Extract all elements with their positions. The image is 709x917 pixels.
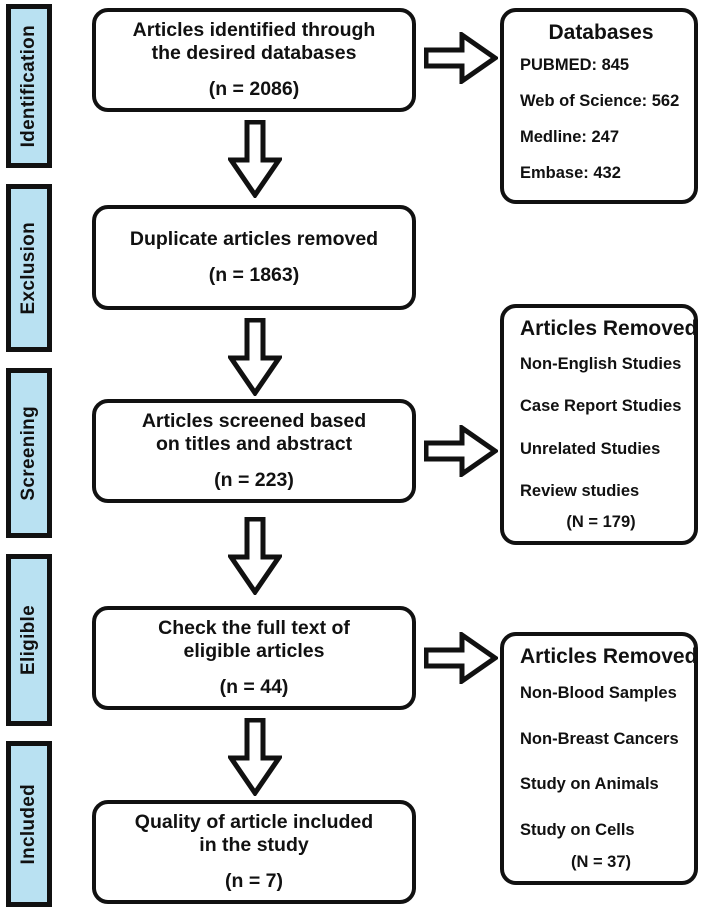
stage-bar-included: Included (6, 741, 52, 907)
side-box-item: PUBMED: 845 (520, 55, 630, 74)
flow-box-line: Articles screened based (141, 410, 367, 433)
flow-box-line: Articles identified through (132, 19, 376, 42)
side-box-databases: Databases PUBMED: 845 Web of Science: 56… (500, 8, 698, 204)
stage-label-exclusion: Exclusion (18, 221, 39, 315)
flow-box-line: Duplicate articles removed (129, 228, 379, 251)
side-box-title: Databases (548, 21, 654, 44)
side-box-title: Articles Removed (520, 645, 698, 668)
flow-box-line: the desired databases (151, 42, 357, 64)
side-box-total: (N = 179) (566, 513, 636, 531)
side-box-item: Study on Cells (520, 820, 635, 839)
side-box-item: Medline: 247 (520, 127, 620, 146)
flow-box-check-full-text: Check the full text of eligible articles… (92, 606, 416, 710)
side-box-item: Unrelated Studies (520, 439, 661, 458)
flow-box-articles-identified: Articles identified through the desired … (92, 8, 416, 112)
down-arrow-fulltext-to-included (228, 718, 282, 796)
flow-box-line: Check the full text of (158, 617, 350, 640)
right-arrow-fulltext-to-removed (424, 632, 498, 684)
side-box-item: Embase: 432 (520, 163, 621, 182)
flow-box-articles-screened: Articles screened based on titles and ab… (92, 399, 416, 503)
flow-box-duplicate-articles-removed: Duplicate articles removed (n = 1863) (92, 205, 416, 310)
side-box-articles-removed-screening: Articles Removed Non-English Studies Cas… (500, 304, 698, 545)
flow-box-count: (n = 44) (219, 675, 289, 698)
right-arrow-screened-to-removed (424, 425, 498, 477)
side-box-title: Articles Removed (520, 317, 698, 340)
side-box-item: Non-Breast Cancers (520, 729, 679, 748)
side-box-item-list: Non-English Studies Case Report Studies … (520, 343, 682, 513)
flow-box-line: on titles and abstract (155, 433, 353, 455)
side-box-item: Non-English Studies (520, 354, 682, 373)
stage-bar-screening: Screening (6, 368, 52, 538)
side-box-item: Review studies (520, 482, 640, 501)
stage-bar-identification: Identification (6, 4, 52, 168)
side-box-item: Study on Animals (520, 775, 659, 794)
side-box-item-list: Non-Blood Samples Non-Breast Cancers Stu… (520, 671, 682, 853)
right-arrow-identified-to-databases (424, 32, 498, 84)
down-arrow-duplicates-to-screened (228, 318, 282, 396)
stage-label-included: Included (18, 783, 39, 865)
side-box-total: (N = 37) (570, 853, 632, 871)
stage-bar-eligible: Eligible (6, 554, 52, 726)
side-box-item: Non-Blood Samples (520, 684, 677, 703)
down-arrow-identified-to-duplicates (228, 120, 282, 198)
side-box-item: Web of Science: 562 (520, 91, 680, 110)
stage-label-screening: Screening (18, 405, 39, 501)
side-box-articles-removed-eligibility: Articles Removed Non-Blood Samples Non-B… (500, 632, 698, 885)
down-arrow-screened-to-fulltext (228, 517, 282, 595)
flow-box-line: in the study (199, 834, 309, 856)
flow-box-count: (n = 2086) (208, 77, 300, 100)
side-box-item-list: PUBMED: 845 Web of Science: 562 Medline:… (520, 47, 682, 191)
flow-box-line: eligible articles (183, 640, 325, 662)
flow-box-count: (n = 223) (214, 468, 294, 491)
stage-label-identification: Identification (18, 24, 39, 148)
flow-box-quality-of-article-included: Quality of article included in the study… (92, 800, 416, 904)
stage-label-eligible: Eligible (18, 605, 39, 675)
stage-bar-exclusion: Exclusion (6, 184, 52, 352)
side-box-item: Case Report Studies (520, 397, 682, 416)
flow-box-count: (n = 1863) (208, 263, 300, 286)
flow-box-count: (n = 7) (225, 869, 283, 892)
flow-box-line: Quality of article included (134, 811, 374, 834)
